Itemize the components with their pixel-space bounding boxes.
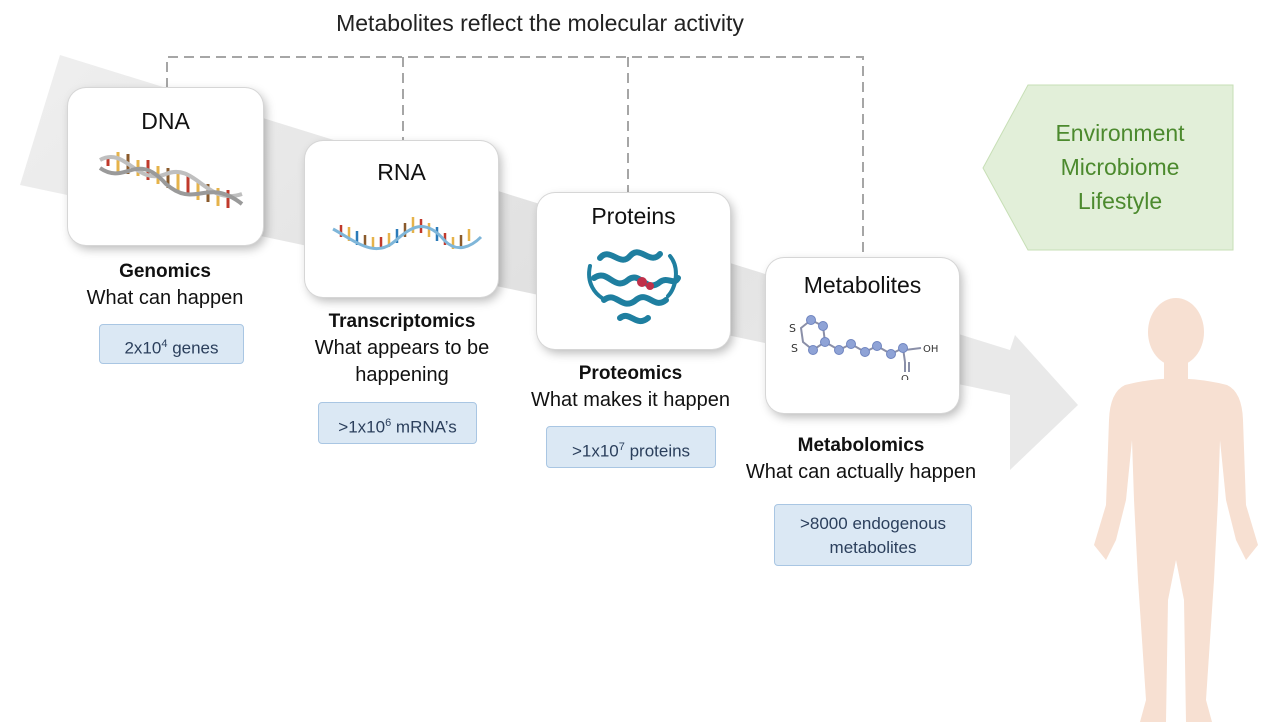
sulfur-label-2: S [791,342,798,355]
dna-helix-icon [98,152,244,208]
proteomics-count-base: >1x10 [571,441,619,461]
dna-card: DNA [68,88,263,245]
proteins-card: Proteins [537,193,730,349]
human-silhouette-icon [1094,298,1258,722]
proteomics-count-unit: proteins [624,441,691,461]
genomics-count-badge: 2x104 genes [99,324,244,364]
genomics-count-exponent: 4 [161,338,168,350]
genomics-title: Genomics [119,261,211,282]
metabolomics-title: Metabolomics [797,435,925,456]
transcriptomics-count-exponent: 6 [385,417,392,429]
metabolite-molecule-icon: S S OH O [789,315,938,380]
genomics-description: What can happen [86,287,244,309]
lifestyle-label: Lifestyle [1077,188,1163,214]
dna-label: DNA [141,108,190,134]
oxygen-label: O [901,374,909,380]
proteins-label: Proteins [591,203,676,229]
transcriptomics-block: Transcriptomics What appears to be happe… [272,308,532,389]
environment-label: Environment [1055,120,1185,146]
metabolomics-count-line-2: metabolites [829,538,917,557]
transcriptomics-count-base: >1x10 [338,417,386,437]
metabolomics-count-line-1: >8000 endogenous [799,514,947,533]
metabolites-label: Metabolites [803,272,922,298]
environment-box [982,84,1234,251]
rna-card: RNA [305,141,498,297]
metabolomics-count-badge: >8000 endogenous metabolites [774,504,972,566]
rna-label: RNA [377,159,426,185]
transcriptomics-description-line-2: happening [355,364,449,386]
transcriptomics-count-badge: >1x106 mRNA’s [318,402,477,444]
transcriptomics-title: Transcriptomics [328,311,476,332]
rna-strand-icon [332,217,483,251]
environment-factors: Environment Microbiome Lifestyle [1020,116,1220,218]
proteomics-description: What makes it happen [531,389,730,411]
proteomics-count-exponent: 7 [618,441,625,453]
proteomics-count-badge: >1x107 proteins [546,426,716,468]
metabolites-card: Metabolites S S OH O [766,258,959,413]
metabolomics-description: What can actually happen [745,461,977,483]
microbiome-label: Microbiome [1060,154,1180,180]
metabolomics-block: Metabolomics What can actually happen [720,432,1002,486]
genomics-count-unit: genes [167,338,219,358]
hydroxyl-label: OH [923,344,938,355]
genomics-block: Genomics What can happen [40,258,290,312]
connector-lines [166,56,864,258]
proteomics-title: Proteomics [578,363,683,384]
transcriptomics-count-unit: mRNA’s [391,417,457,437]
genomics-count-base: 2x10 [124,338,162,358]
proteomics-block: Proteomics What makes it happen [503,360,758,414]
sulfur-label-1: S [789,322,796,335]
protein-structure-icon [587,249,681,325]
diagram-title: Metabolites reflect the molecular activi… [336,10,744,36]
transcriptomics-description-line-1: What appears to be [314,337,490,359]
